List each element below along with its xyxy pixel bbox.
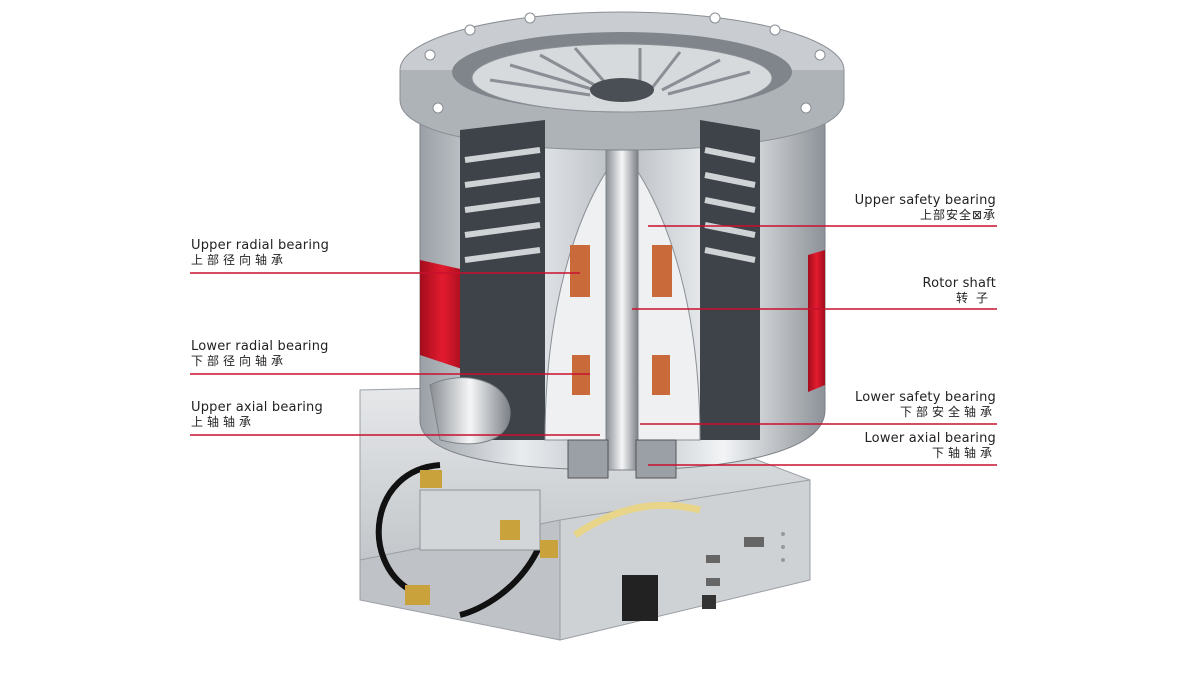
label-upper-axial-bearing: Upper axial bearing 上轴轴承 <box>191 400 323 430</box>
label-upper-radial-bearing: Upper radial bearing 上部径向轴承 <box>191 238 329 268</box>
label-zh: 下部安全轴承 <box>899 405 996 419</box>
switch-icon <box>702 595 716 609</box>
label-rotor-shaft: Rotor shaft 转子 <box>922 276 996 306</box>
label-zh: 上部安全⊠承 <box>919 208 996 222</box>
cutaway-section <box>429 120 760 479</box>
label-zh: 转子 <box>955 291 996 305</box>
label-en: Upper axial bearing <box>191 400 323 415</box>
port-icon <box>744 537 764 547</box>
label-en: Rotor shaft <box>922 276 996 291</box>
label-zh: 下部径向轴承 <box>191 354 288 368</box>
label-lower-safety-bearing: Lower safety bearing 下部安全轴承 <box>855 390 996 420</box>
label-upper-safety-bearing: Upper safety bearing 上部安全⊠承 <box>855 193 996 223</box>
label-en: Upper radial bearing <box>191 238 330 253</box>
cooling-lines <box>375 462 701 618</box>
power-socket-icon <box>622 575 658 621</box>
rotor-shaft <box>605 149 639 471</box>
label-en: Lower radial bearing <box>191 339 329 354</box>
label-zh: 上轴轴承 <box>191 415 256 429</box>
upper-radial-coil <box>570 245 590 297</box>
label-lower-radial-bearing: Lower radial bearing 下部径向轴承 <box>191 339 329 369</box>
callout-lines <box>190 225 997 466</box>
label-en: Upper safety bearing <box>854 193 996 208</box>
label-en: Lower axial bearing <box>864 431 996 446</box>
lower-radial-coil <box>572 355 590 395</box>
label-zh: 下轴轴承 <box>931 446 996 460</box>
label-lower-axial-bearing: Lower axial bearing 下轴轴承 <box>864 431 996 461</box>
label-zh: 上部径向轴承 <box>191 253 288 267</box>
label-en: Lower safety bearing <box>855 390 996 405</box>
